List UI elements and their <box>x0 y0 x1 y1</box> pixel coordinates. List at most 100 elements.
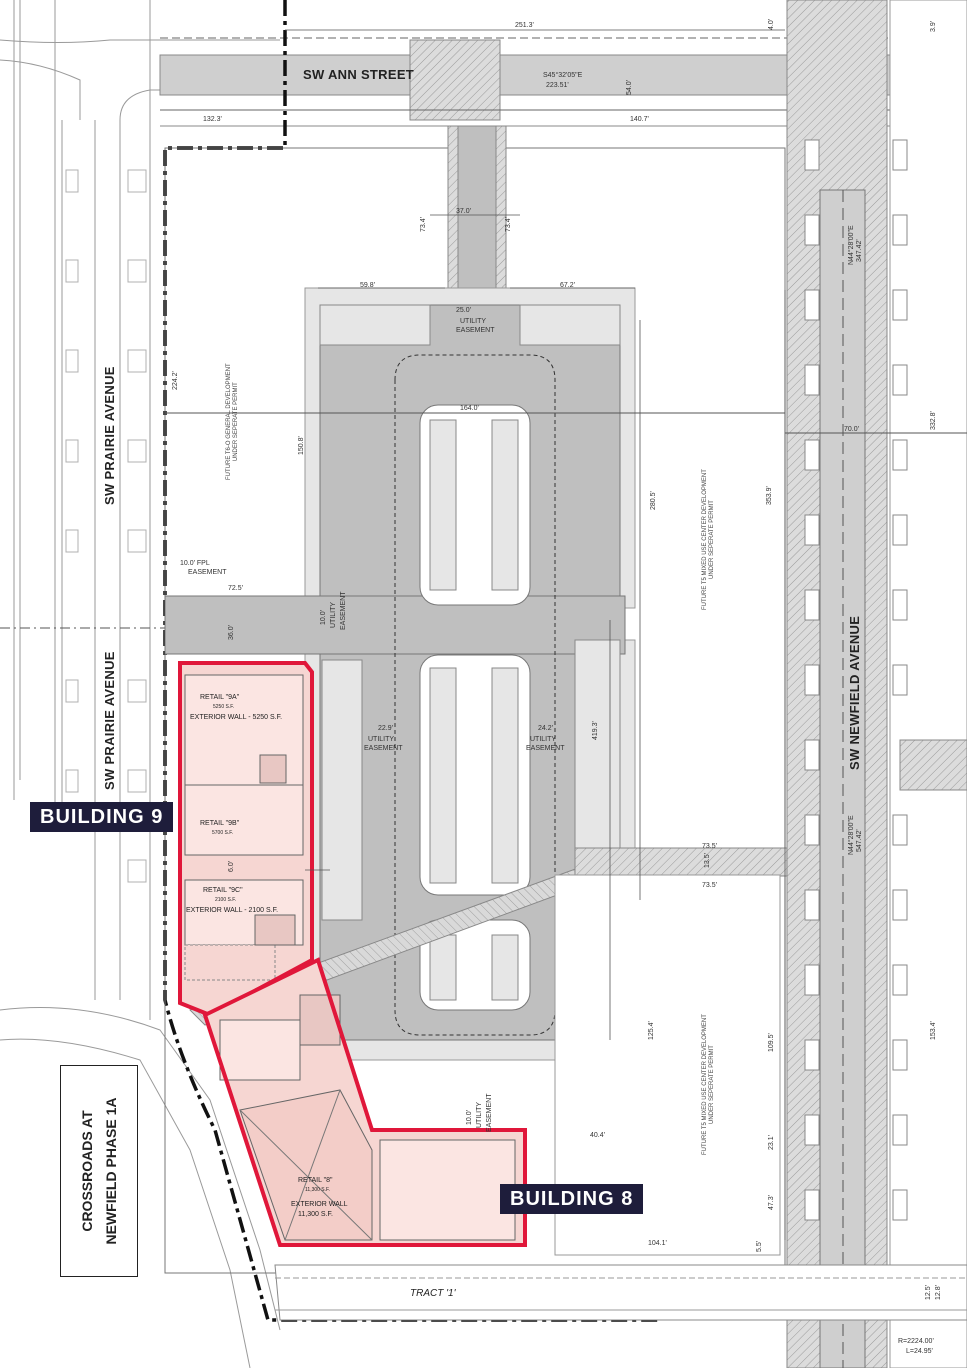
west-streetscape <box>0 0 290 1368</box>
dim-73c: 73.5' <box>702 843 717 850</box>
tract-label: TRACT '1' <box>410 1288 456 1299</box>
building-9-outline <box>178 661 314 1018</box>
retail-8-sub: 11,300 S.F. <box>305 1187 330 1193</box>
adjacent-development-label: CROSSROADS AT NEWFIELD PHASE 1A <box>79 1097 119 1245</box>
retail-9b-name: RETAIL "9B" <box>200 820 240 827</box>
building-8 <box>202 957 527 1247</box>
adjacent-development-box: CROSSROADS AT NEWFIELD PHASE 1A <box>60 1065 138 1277</box>
retail-8-wall: EXTERIOR WALL <box>291 1201 348 1208</box>
fpl-easement-label: EASEMENT <box>188 569 227 576</box>
retail-9c-name: RETAIL "9C" <box>203 887 243 894</box>
retail-8-name: RETAIL "8" <box>298 1177 333 1184</box>
utility-south-label2: EASEMENT <box>486 1093 493 1132</box>
dim-109: 109.5' <box>768 1033 775 1052</box>
dim-353: 353.9' <box>766 486 773 505</box>
dim-132: 132.3' <box>203 116 222 123</box>
utility-left-dim: 22.9' <box>378 725 393 732</box>
dim-419: 419.3' <box>592 721 599 740</box>
dim-125: 125.4' <box>648 1021 655 1040</box>
dim-55: 5.5' <box>756 1240 763 1252</box>
utility-top-label: UTILITY <box>460 318 487 325</box>
retail-9c-wall: EXTERIOR WALL - 2100 S.F. <box>186 907 279 914</box>
dim-125b: 12.5' <box>925 1285 932 1300</box>
retail-8-wall2: 11,300 S.F. <box>298 1211 333 1218</box>
dim-280: 280.5' <box>650 491 657 510</box>
dim-223: 223.51' <box>546 82 569 89</box>
dim-73b: 73.4' <box>505 217 512 232</box>
retail-9c-sub: 2100 S.F. <box>215 897 237 903</box>
future-east-line1: FUTURE T5 MIXED USE CENTER DEVELOPMENT <box>702 469 708 610</box>
future-east-line2: UNDER SEPERATE PERMIT <box>709 500 715 579</box>
south-tract <box>274 1264 967 1321</box>
east-streetscape <box>785 0 967 1368</box>
dim-332: 332.8' <box>930 411 937 430</box>
utility-right-label: UTILITY <box>530 736 557 743</box>
utility-left-label2: EASEMENT <box>364 745 403 752</box>
utility-south-dim: 10.0' <box>466 1110 473 1125</box>
utility-vert-label2: EASEMENT <box>340 591 347 630</box>
fpl-easement-dim: 10.0' FPL <box>180 560 210 567</box>
dim-6: 6.0' <box>228 860 235 872</box>
future-southeast-line1: FUTURE T5 MIXED USE CENTER DEVELOPMENT <box>702 1014 708 1155</box>
dim-59: 59.8' <box>360 282 375 289</box>
building-8-callout: BUILDING 8 <box>500 1184 644 1214</box>
building-9 <box>178 661 314 1018</box>
dim-bearing-n1: N44°28'00"E <box>848 225 855 265</box>
utility-vert-label: UTILITY <box>330 601 337 628</box>
dim-251: 251.3' <box>515 22 534 29</box>
dim-47: 47.3' <box>768 1195 775 1210</box>
dim-224: 224.2' <box>172 371 179 390</box>
dim-140: 140.7' <box>630 116 649 123</box>
building-8-outline <box>202 957 527 1247</box>
dim-13: 13.5' <box>704 853 711 868</box>
dim-23: 23.1' <box>768 1135 775 1150</box>
retail-9b-sub: 5700 S.F. <box>212 830 234 836</box>
retail-9a-wall: EXTERIOR WALL - 5250 S.F. <box>190 714 283 721</box>
street-label-prairie-north: SW PRAIRIE AVENUE <box>102 366 117 505</box>
dim-37: 37.0' <box>456 208 471 215</box>
future-southeast-note: FUTURE T5 MIXED USE CENTER DEVELOPMENT U… <box>702 1014 716 1155</box>
building-9-callout: BUILDING 9 <box>30 802 174 832</box>
utility-south-label: UTILITY <box>476 1101 483 1128</box>
utility-right-label2: EASEMENT <box>526 745 565 752</box>
street-label-prairie-south: SW PRAIRIE AVENUE <box>102 651 117 790</box>
dim-104: 104.1' <box>648 1240 667 1247</box>
dim-72: 72.5' <box>228 585 243 592</box>
property-boundary <box>163 0 967 1322</box>
dim-150: 150.8' <box>298 436 305 455</box>
dim-39: 3.9' <box>930 20 937 32</box>
future-west-note: FUTURE T6-O GENERAL DEVELOPMENT UNDER SE… <box>226 363 240 480</box>
retail-9a-sub: 5250 S.F. <box>213 704 235 710</box>
dim-40: 40.4' <box>590 1132 605 1139</box>
dim-4: 4.0' <box>768 18 775 30</box>
utility-left-label: UTILITY <box>368 736 395 743</box>
dim-73a: 73.4' <box>420 217 427 232</box>
dim-347: 347.42' <box>856 239 863 262</box>
future-east-note: FUTURE T5 MIXED USE CENTER DEVELOPMENT U… <box>702 469 716 610</box>
dim-128: 12.8' <box>935 1285 942 1300</box>
utility-vert-dim: 10.0' <box>320 610 327 625</box>
dim-54: 54.0' <box>626 80 633 95</box>
utility-top-dim: 25.0' <box>456 307 471 314</box>
dim-164: 164.0' <box>460 405 479 412</box>
street-label-ann: SW ANN STREET <box>303 67 415 82</box>
future-west-line2: UNDER SEPERATE PERMIT <box>233 382 239 462</box>
dim-arc-l: L=24.95' <box>906 1348 933 1355</box>
future-southeast-line2: UNDER SEPERATE PERMIT <box>709 1045 715 1124</box>
retail-9a-name: RETAIL "9A" <box>200 694 240 701</box>
utility-top-label2: EASEMENT <box>456 327 495 334</box>
street-label-newfield: SW NEWFIELD AVENUE <box>847 615 862 770</box>
dim-70: 70.0' <box>844 426 859 433</box>
dim-153: 153.4' <box>930 1021 937 1040</box>
dim-bearing-n2: N44°28'00"E <box>848 815 855 855</box>
dimension-lines <box>285 29 786 1240</box>
future-west-line1: FUTURE T6-O GENERAL DEVELOPMENT <box>226 363 232 480</box>
dim-bearing-top: S45°32'05"E <box>543 72 583 79</box>
dim-547: 547.42' <box>856 829 863 852</box>
dim-arc-r: R=2224.00' <box>898 1338 934 1345</box>
utility-right-dim: 24.2' <box>538 725 553 732</box>
dim-67: 67.2' <box>560 282 575 289</box>
dim-36: 36.0' <box>228 625 235 640</box>
dim-73d: 73.5' <box>702 882 717 889</box>
